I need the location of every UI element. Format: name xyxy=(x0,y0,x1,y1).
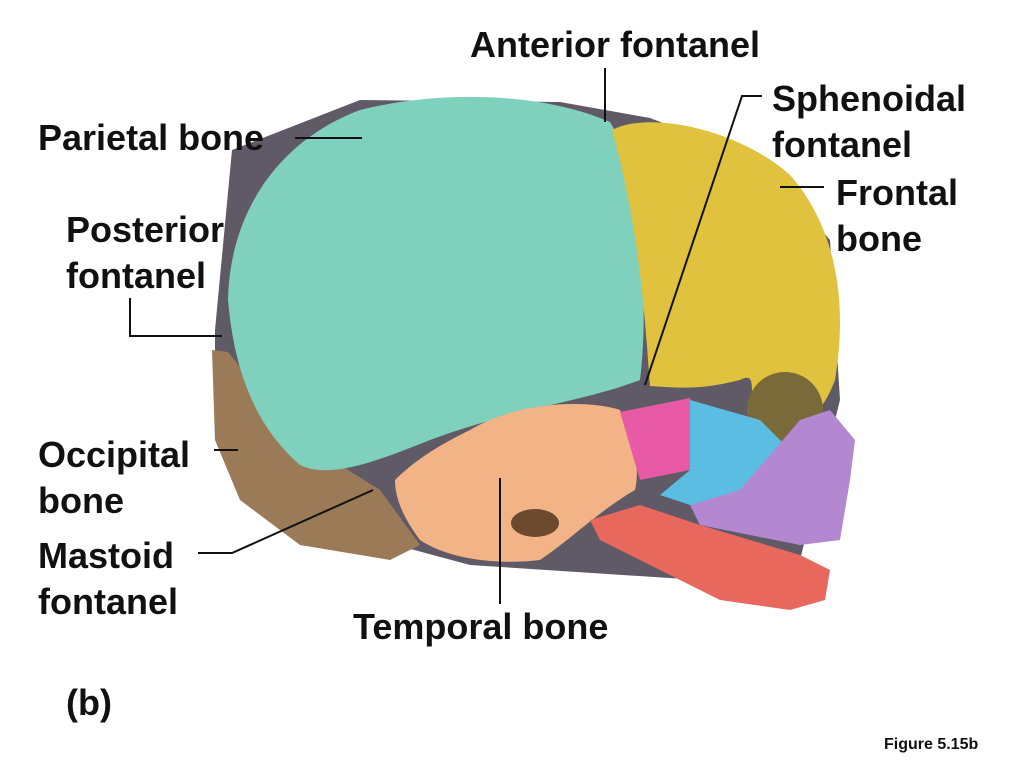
ear-opening-shape xyxy=(511,509,559,537)
panel-label: (b) xyxy=(66,682,112,723)
sphenoidal-fontanel-leader xyxy=(644,95,762,386)
posterior-fontanel-label: Posterior fontanel xyxy=(66,207,224,299)
mastoid-fontanel-leader xyxy=(198,489,374,554)
maxilla-shape xyxy=(690,410,855,545)
frontal-bone-label-line2: bone xyxy=(836,218,922,259)
occipital-bone-label-line1: Occipital xyxy=(38,434,191,475)
sphenoidal-fontanel-label-line2: fontanel xyxy=(772,124,912,165)
temporal-bone-label: Temporal bone xyxy=(353,606,609,647)
mastoid-fontanel-label-line1: Mastoid xyxy=(38,535,175,576)
sphenoidal-fontanel-label-line1: Sphenoidal xyxy=(772,78,967,119)
occipital-bone-label: Occipital bone xyxy=(38,432,190,524)
mastoid-fontanel-label-line2: fontanel xyxy=(38,581,178,622)
temporal-bone-shape xyxy=(395,404,637,562)
posterior-fontanel-label-line2: fontanel xyxy=(66,255,206,296)
mandible-shape xyxy=(590,505,830,610)
anterior-fontanel-label: Anterior fontanel xyxy=(470,24,761,65)
frontal-bone-label-line1: Frontal xyxy=(836,172,958,213)
leader-lines xyxy=(129,68,824,604)
sphenoid-bone-shape xyxy=(620,398,700,480)
mastoid-fontanel-label: Mastoid fontanel xyxy=(38,533,178,625)
parietal-bone-label: Parietal bone xyxy=(38,117,265,158)
occipital-bone-label-line2: bone xyxy=(38,480,124,521)
posterior-fontanel-label-line1: Posterior xyxy=(66,209,225,250)
figure-caption: Figure 5.15b xyxy=(884,736,979,753)
posterior-fontanel-leader xyxy=(129,298,222,337)
sphenoidal-fontanel-label: Sphenoidal fontanel xyxy=(772,76,966,168)
frontal-bone-label: Frontal bone xyxy=(836,170,958,262)
frontal-bone-shape xyxy=(612,122,840,424)
parietal-bone-shape xyxy=(228,96,644,471)
